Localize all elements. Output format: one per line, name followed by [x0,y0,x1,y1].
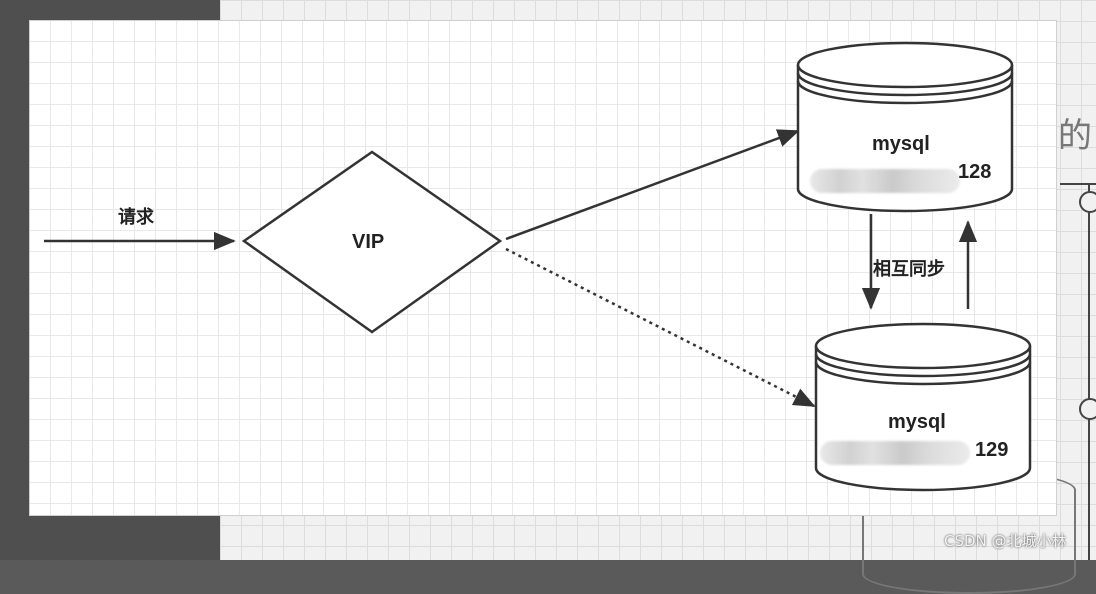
background-partial-text: 的 [1058,116,1092,156]
db-top-name: mysql [872,133,930,155]
background-connector-vertical [1088,183,1090,560]
db-top-redacted-ip [810,169,960,193]
db-bottom-cylinder [814,322,1032,492]
watermark: CSDN @北城小林 [944,532,1067,550]
standby-route-arrow [505,247,816,408]
diagram-panel: 请求 VIP mysql 128 mysql 129 相互同步 [30,21,1056,515]
background-connector [1060,183,1096,185]
db-bottom-redacted-ip [820,441,970,465]
primary-route-arrow [505,129,800,241]
request-label: 请求 [118,207,154,227]
background-handle [1079,398,1096,420]
db-bottom-name: mysql [888,411,946,433]
vip-diamond [241,150,503,334]
db-top-ip-suffix: 128 [958,161,992,183]
db-bottom-ip-suffix: 129 [975,439,1009,461]
background-handle [1079,191,1096,213]
sync-label: 相互同步 [873,259,945,279]
vip-label: VIP [352,231,385,253]
